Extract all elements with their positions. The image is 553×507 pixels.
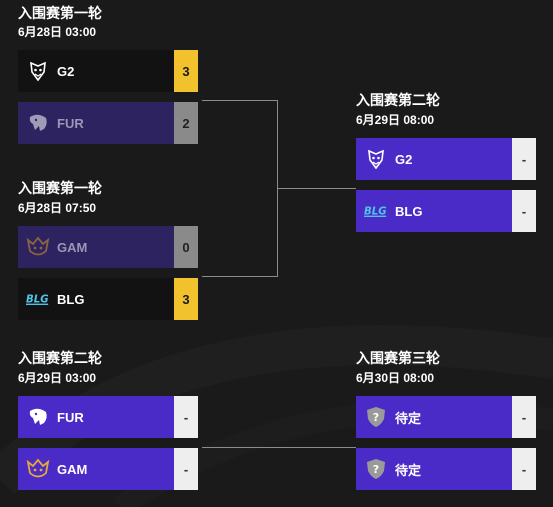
fur-panther-logo-icon [26,111,50,135]
team-row-tbd[interactable]: ? 待定 - [356,396,536,438]
team-name: G2 [395,151,413,167]
svg-text:BLG: BLG [364,207,387,218]
round-date: 6月28日 03:00 [18,25,97,39]
team-score: 3 [174,50,198,92]
round-date: 6月29日 08:00 [356,113,435,127]
team-row-gam[interactable]: GAM - [18,448,198,490]
blg-logo-icon: BLG [26,287,50,311]
team-score: - [174,448,198,490]
team-row-gam[interactable]: GAM 0 [18,226,198,268]
svg-text:?: ? [373,411,379,424]
team-name: GAM [57,461,88,477]
team-name: 待定 [395,462,422,478]
team-score: - [512,190,536,232]
bracket-connector [202,447,356,448]
bracket-connector [202,276,277,277]
team-name: BLG [57,291,85,307]
svg-text:BLG: BLG [26,295,49,306]
round-date: 6月30日 08:00 [356,371,435,385]
team-score: - [512,138,536,180]
g2-logo-icon [26,59,50,83]
team-score: 0 [174,226,198,268]
team-score: - [512,448,536,490]
team-row-blg[interactable]: BLG BLG 3 [18,278,198,320]
team-name: FUR [57,409,84,425]
team-score: - [174,396,198,438]
gam-logo-icon [26,235,50,259]
round-date: 6月28日 07:50 [18,201,97,215]
team-name: BLG [395,203,423,219]
round-title: 入围赛第三轮 [356,350,440,366]
team-score: - [512,396,536,438]
tbd-shield-icon: ? [364,457,388,481]
g2-logo-icon [364,147,388,171]
team-row-fur[interactable]: FUR - [18,396,198,438]
team-row-g2[interactable]: G2 - [356,138,536,180]
round-title: 入围赛第二轮 [18,350,102,366]
team-row-g2[interactable]: G2 3 [18,50,198,92]
team-row-tbd[interactable]: ? 待定 - [356,448,536,490]
gam-logo-icon [26,457,50,481]
team-row-blg[interactable]: BLG BLG - [356,190,536,232]
team-name: GAM [57,239,88,255]
fur-panther-logo-icon [26,405,50,429]
bracket-connector [277,188,356,189]
team-name: FUR [57,115,84,131]
team-row-fur[interactable]: FUR 2 [18,102,198,144]
blg-logo-icon: BLG [364,199,388,223]
svg-text:?: ? [373,463,379,476]
round-title: 入围赛第一轮 [18,5,102,21]
team-name: G2 [57,63,75,79]
round-date: 6月29日 03:00 [18,371,97,385]
bracket-connector [202,100,277,101]
team-name: 待定 [395,410,422,426]
tbd-shield-icon: ? [364,405,388,429]
team-score: 3 [174,278,198,320]
round-title: 入围赛第一轮 [18,180,102,196]
round-title: 入围赛第二轮 [356,92,440,108]
team-score: 2 [174,102,198,144]
